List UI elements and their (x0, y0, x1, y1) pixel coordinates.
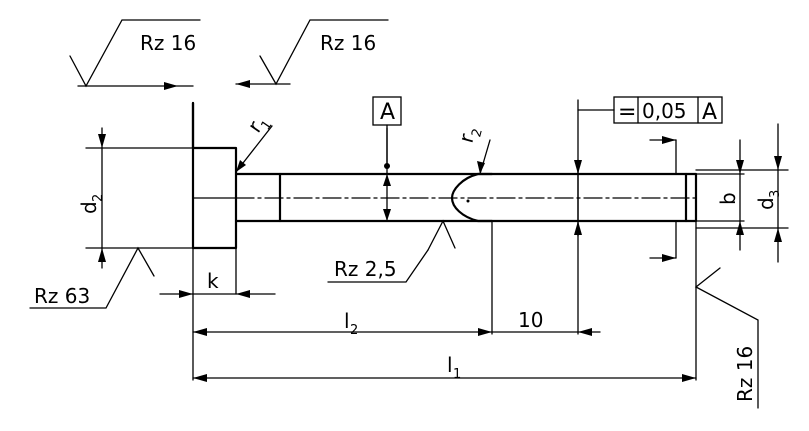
l1-subscript: 1 (453, 367, 461, 382)
tolerance-value: 0,05 (642, 99, 687, 123)
dim-10-label: 10 (518, 308, 543, 332)
d3-subscript: 3 (768, 190, 783, 198)
part-outline (191, 101, 699, 250)
l2-label: l (344, 309, 350, 333)
tolerance-frame (577, 96, 723, 124)
rz63-head: Rz 63 (34, 284, 90, 308)
extension-lines (85, 99, 789, 381)
l2-subscript: 2 (350, 323, 358, 338)
surface-finish-symbols (29, 19, 759, 409)
d3-label: d (754, 197, 778, 210)
labels: Rz 16 Rz 16 Rz 2,5 Rz 63 Rz 16 A = 0,05 … (34, 31, 783, 402)
radius-leaders (235, 125, 491, 175)
d2-subscript: 2 (91, 194, 106, 202)
rz16-end-face: Rz 16 (733, 346, 757, 402)
datum-label: A (380, 100, 395, 125)
l1-label: l (447, 353, 453, 377)
r2-subscript: 2 (469, 127, 486, 139)
b-label: b (716, 192, 740, 205)
rz16-top-left: Rz 16 (140, 31, 196, 55)
rz16-top-mid: Rz 16 (320, 31, 376, 55)
tolerance-symbol: = (618, 100, 636, 125)
dimension-lines (98, 123, 782, 382)
k-label: k (207, 269, 219, 293)
datum-box (372, 96, 402, 167)
tolerance-datum: A (702, 100, 717, 125)
d2-label: d (77, 201, 101, 214)
rz25-shank: Rz 2,5 (334, 257, 397, 281)
